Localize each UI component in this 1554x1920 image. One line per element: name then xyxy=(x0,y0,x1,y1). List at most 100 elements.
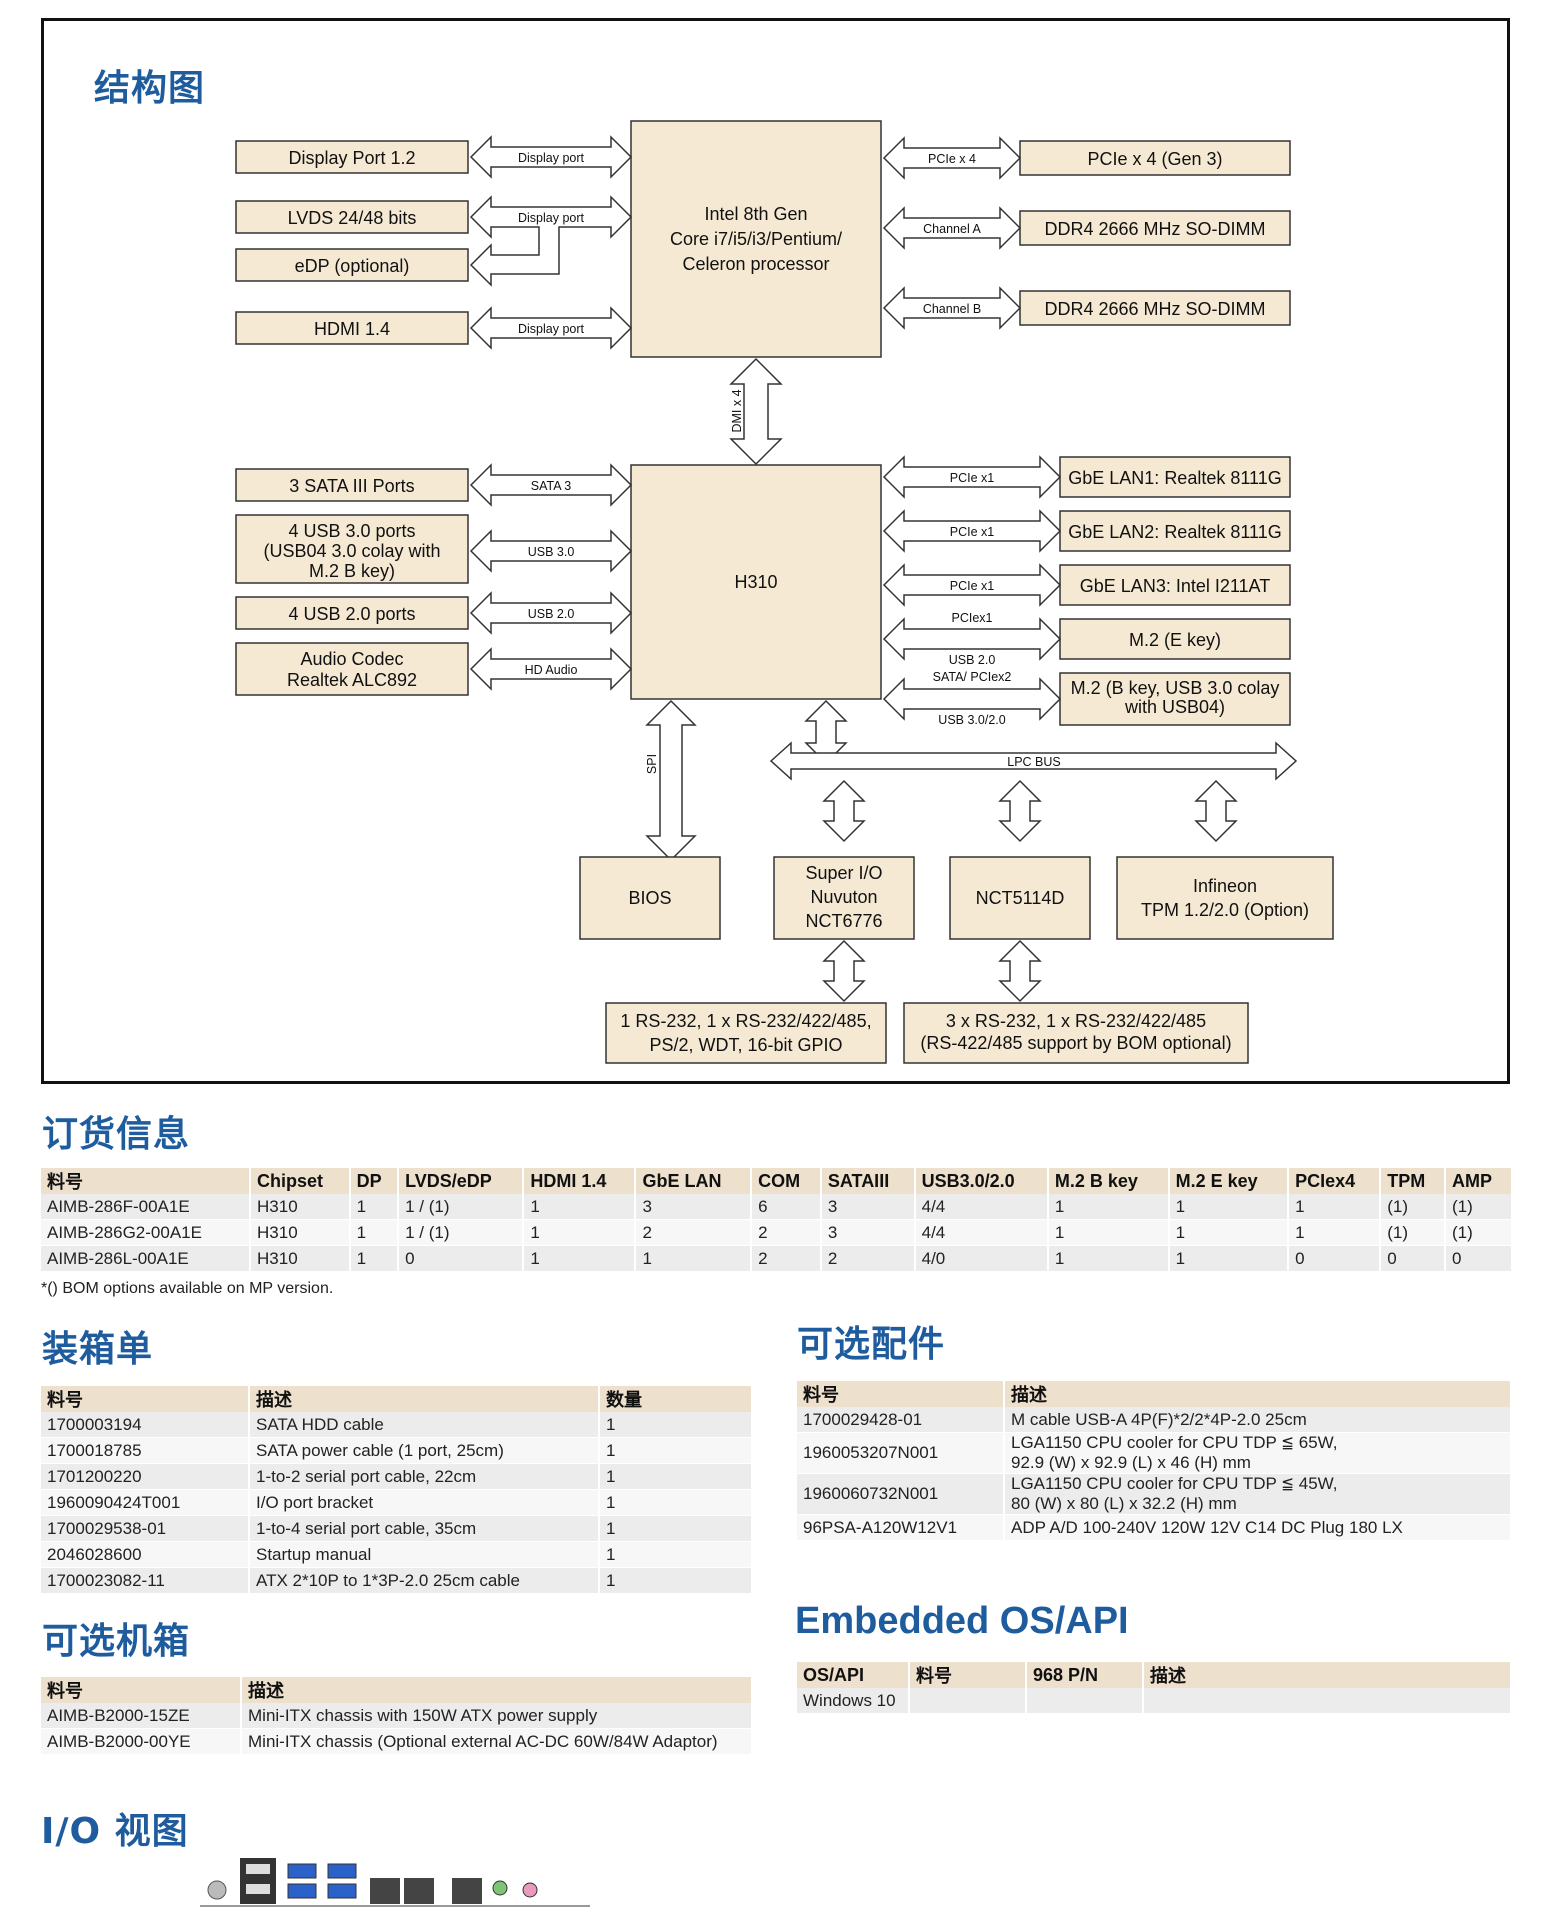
table-cell xyxy=(1142,1688,1510,1713)
os-col-header: OS/API xyxy=(797,1662,909,1688)
m2-b-line-2: with USB04) xyxy=(1124,697,1225,717)
sata-bus-label: SATA 3 xyxy=(531,479,572,493)
nct-box xyxy=(949,856,1091,940)
ordering-col-header: DP xyxy=(348,1168,399,1194)
table-cell: 0 xyxy=(397,1245,524,1271)
ordering-col-header: SATAIII xyxy=(819,1168,915,1194)
ordering-col-header: PCIex4 xyxy=(1287,1168,1381,1194)
cpu-line-1: Intel 8th Gen xyxy=(704,204,807,224)
table-cell: AIMB-286G2-00A1E xyxy=(41,1219,251,1246)
usb-port-icon xyxy=(327,1883,357,1899)
usb2-box xyxy=(235,596,469,630)
io-heading: I/O 视图 xyxy=(41,1811,189,1852)
display-port-arrow xyxy=(469,135,633,179)
ordering-note: *() BOM options available on MP version. xyxy=(41,1280,334,1297)
pch-label: H310 xyxy=(734,572,777,592)
table-cell: AIMB-286F-00A1E xyxy=(41,1194,251,1220)
display-port-label: Display Port 1.2 xyxy=(288,148,415,168)
lan2-bus-label: PCIe x1 xyxy=(950,525,995,539)
lan3-arrow xyxy=(882,563,1062,607)
ordering-col-header: AMP xyxy=(1443,1168,1511,1194)
table-cell: AIMB-B2000-00YE xyxy=(41,1728,241,1754)
dimm-b-label: DDR4 2666 MHz SO-DIMM xyxy=(1044,299,1265,319)
os-heading: Embedded OS/API xyxy=(795,1600,1129,1642)
table-cell: 3 xyxy=(819,1219,915,1246)
spi-arrow xyxy=(645,699,697,862)
table-cell: 1700018785 xyxy=(41,1437,249,1464)
table-cell: 1 xyxy=(1046,1219,1169,1246)
lan-port-icon xyxy=(404,1878,434,1904)
nct-io-arrow xyxy=(998,939,1042,1003)
table-cell: (1) xyxy=(1443,1219,1511,1246)
chassis-header-row: 料号 描述 xyxy=(41,1677,751,1703)
table-cell: 4/0 xyxy=(913,1245,1048,1271)
os-col-header: 968 P/N xyxy=(1025,1662,1143,1688)
edp-label: eDP (optional) xyxy=(295,256,410,276)
table-cell: 1960053207N001 xyxy=(797,1432,1004,1474)
ordering-header-row: 料号 Chipset DP LVDS/eDP HDMI 1.4 GbE LAN … xyxy=(41,1168,1511,1194)
table-cell: 2046028600 xyxy=(41,1541,249,1568)
dmi-arrow xyxy=(729,357,783,466)
hdmi-box xyxy=(235,311,469,345)
dimm-b-box xyxy=(1019,290,1291,326)
m2-b-bus2-label: USB 3.0/2.0 xyxy=(938,713,1005,727)
ordering-heading: 订货信息 xyxy=(42,1114,191,1155)
superio-line-1: Super I/O xyxy=(805,863,882,883)
table-cell: Mini-ITX chassis with 150W ATX power sup… xyxy=(240,1703,751,1729)
os-col-header: 料号 xyxy=(908,1662,1026,1688)
accessories-col-header: 料号 xyxy=(797,1381,1004,1407)
table-cell: 0 xyxy=(1287,1245,1381,1271)
superio-line-2: Nuvuton xyxy=(810,887,877,907)
table-cell: (1) xyxy=(1443,1194,1511,1220)
spi-label: SPI xyxy=(645,754,659,774)
chassis-col-header: 料号 xyxy=(41,1677,241,1703)
os-table: OS/API 料号 968 P/N 描述 Windows 10 xyxy=(797,1662,1510,1713)
usb3-bus-label: USB 3.0 xyxy=(528,545,575,559)
table-cell: 2 xyxy=(819,1245,915,1271)
lpc-tpm-arrow xyxy=(1194,779,1238,843)
ordering-col-header: USB3.0/2.0 xyxy=(913,1168,1048,1194)
packing-heading: 装箱单 xyxy=(42,1329,154,1370)
tpm-box xyxy=(1116,856,1334,940)
table-cell: I/O port bracket xyxy=(248,1489,599,1516)
pcie-x4-bus-label: PCIe x 4 xyxy=(928,152,976,166)
display-port-box xyxy=(235,140,469,174)
table-cell: ATX 2*10P to 1*3P-2.0 25cm cable xyxy=(248,1567,599,1593)
ordering-col-header: M.2 B key xyxy=(1046,1168,1169,1194)
table-cell: Startup manual xyxy=(248,1541,599,1568)
io1-line-2: PS/2, WDT, 16-bit GPIO xyxy=(649,1035,842,1055)
audio-line-out-icon xyxy=(492,1880,508,1896)
table-cell: H310 xyxy=(249,1245,350,1271)
table-cell: 3 xyxy=(634,1194,752,1220)
lan2-box xyxy=(1059,510,1291,552)
table-cell: 1 xyxy=(598,1541,751,1568)
table-cell: 1 / (1) xyxy=(397,1194,524,1220)
table-cell: AIMB-B2000-15ZE xyxy=(41,1703,241,1729)
usb3-line-2: (USB04 3.0 colay with xyxy=(263,541,440,561)
table-cell: 1 xyxy=(1167,1194,1289,1220)
usb2-arrow xyxy=(469,591,633,635)
table-cell: Mini-ITX chassis (Optional external AC-D… xyxy=(240,1728,751,1754)
table-cell: 2 xyxy=(634,1219,752,1246)
accessories-heading: 可选配件 xyxy=(797,1324,946,1365)
table-cell: 1-to-4 serial port cable, 35cm xyxy=(248,1515,599,1542)
dmi-label: DMI x 4 xyxy=(730,389,744,432)
cpu-box xyxy=(630,120,882,358)
lvds-bus-label: Display port xyxy=(518,211,585,225)
sata-label: 3 SATA III Ports xyxy=(289,476,414,496)
packing-header-row: 料号 描述 数量 xyxy=(41,1386,751,1412)
m2-b-line-1: M.2 (B key, USB 3.0 colay xyxy=(1071,678,1280,698)
lvds-box xyxy=(235,200,469,234)
io-panel-image xyxy=(200,1858,590,1907)
ordering-col-header: Chipset xyxy=(249,1168,350,1194)
table-cell: 1700003194 xyxy=(41,1412,249,1438)
